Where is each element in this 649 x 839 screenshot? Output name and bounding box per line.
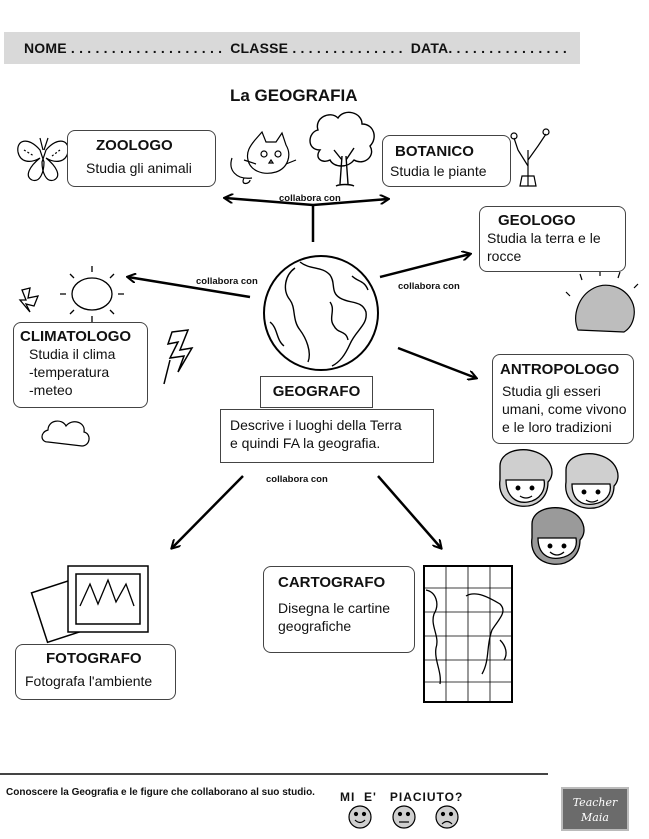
zoologo-title: ZOOLOGO xyxy=(96,137,173,154)
classe-field[interactable]: . . . . . . . . . . . . . . xyxy=(288,40,403,56)
cat-icon xyxy=(230,130,297,185)
lightning-icon xyxy=(163,329,194,385)
cartografo-box: CARTOGRAFO Disegna le cartine geografich… xyxy=(263,566,415,653)
geografo-description-box: Descrive i luoghi della Terra e quindi F… xyxy=(220,409,434,463)
page-title: La GEOGRAFIA xyxy=(230,86,358,105)
geologo-text-line1: Studia la terra e le xyxy=(487,230,601,246)
sad-face-icon xyxy=(435,805,459,829)
tree-icon xyxy=(309,111,375,187)
nome-field[interactable]: . . . . . . . . . . . . . . . . . . . xyxy=(66,40,223,56)
geologo-box: GEOLOGO Studia la terra e le rocce xyxy=(479,206,626,272)
botanico-title: BOTANICO xyxy=(395,143,474,160)
neutral-face-icon xyxy=(392,805,416,829)
rock-icon xyxy=(565,270,639,333)
geografo-text-line2: e quindi FA la geografia. xyxy=(230,435,381,451)
plant-icon xyxy=(510,128,550,187)
badge-line2: Maia xyxy=(581,811,609,824)
globe-icon xyxy=(263,255,379,371)
nome-label: NOME xyxy=(24,40,67,56)
small-lightning-icon xyxy=(18,287,40,313)
zoologo-box: ZOOLOGO Studia gli animali xyxy=(67,130,216,187)
antropologo-box: ANTROPOLOGO Studia gli esseri umani, com… xyxy=(492,354,634,444)
climatologo-text-line3: -meteo xyxy=(29,382,73,398)
collabora-label-bottom: collabora con xyxy=(266,474,328,485)
map-icon xyxy=(423,565,513,703)
cartografo-text-line2: geografiche xyxy=(278,618,352,634)
climatologo-title: CLIMATOLOGO xyxy=(20,328,132,345)
arrow-to-antropologo xyxy=(397,346,476,378)
cloud-icon xyxy=(41,420,90,447)
fotografo-box: FOTOGRAFO Fotografa l'ambiente xyxy=(15,644,176,700)
footer-divider xyxy=(0,773,548,775)
geografo-title: GEOGRAFO xyxy=(272,383,361,400)
collabora-label-left: collabora con xyxy=(196,276,258,287)
arrow-to-cartografo xyxy=(377,475,441,548)
geografo-title-box: GEOGRAFO xyxy=(260,376,373,408)
arrow-to-fotografo xyxy=(172,475,244,548)
botanico-box: BOTANICO Studia le piante xyxy=(382,135,511,187)
arrow-to-zoologo-botanico xyxy=(225,198,388,242)
antropologo-title: ANTROPOLOGO xyxy=(500,361,620,378)
climatologo-text-line2: -temperatura xyxy=(29,364,110,380)
data-field[interactable]: . . . . . . . . . . . . . . . xyxy=(448,40,567,56)
sun-icon xyxy=(60,266,124,322)
climatologo-box: CLIMATOLOGO Studia il clima -temperatura… xyxy=(13,322,148,408)
antropologo-text-line1: Studia gli esseri xyxy=(502,383,601,399)
footer-objective: Conoscere la Geografia e le figure che c… xyxy=(6,787,315,798)
author-badge: Teacher Maia xyxy=(561,787,629,831)
butterfly-icon xyxy=(17,137,69,182)
antropologo-text-line3: e le loro tradizioni xyxy=(502,419,612,435)
collabora-label-right: collabora con xyxy=(398,281,460,292)
fotografo-text: Fotografa l'ambiente xyxy=(25,673,153,689)
climatologo-text-line1: Studia il clima xyxy=(29,346,116,362)
photos-icon xyxy=(30,565,149,644)
zoologo-text: Studia gli animali xyxy=(86,160,192,176)
cartografo-text-line1: Disegna le cartine xyxy=(278,600,391,616)
fotografo-title: FOTOGRAFO xyxy=(46,650,142,667)
feedback-question: MI E' PIACIUTO? xyxy=(340,790,464,804)
student-info-bar: NOME . . . . . . . . . . . . . . . . . .… xyxy=(4,32,580,64)
happy-face-icon xyxy=(348,805,372,829)
botanico-text: Studia le piante xyxy=(390,163,487,179)
data-label: DATA xyxy=(410,40,449,56)
antropologo-text-line2: umani, come vivono xyxy=(502,401,627,417)
arrow-to-geologo xyxy=(379,254,470,279)
badge-line1: Teacher xyxy=(572,796,618,809)
geografo-text-line1: Descrive i luoghi della Terra xyxy=(230,417,402,433)
collabora-label-top: collabora con xyxy=(279,193,341,204)
arrow-to-climatologo xyxy=(128,277,251,299)
geologo-title: GEOLOGO xyxy=(498,212,576,229)
geologo-text-line2: rocce xyxy=(487,248,522,264)
faces-icon xyxy=(499,449,619,565)
cartografo-title: CARTOGRAFO xyxy=(278,574,386,591)
classe-label: CLASSE xyxy=(230,40,289,56)
